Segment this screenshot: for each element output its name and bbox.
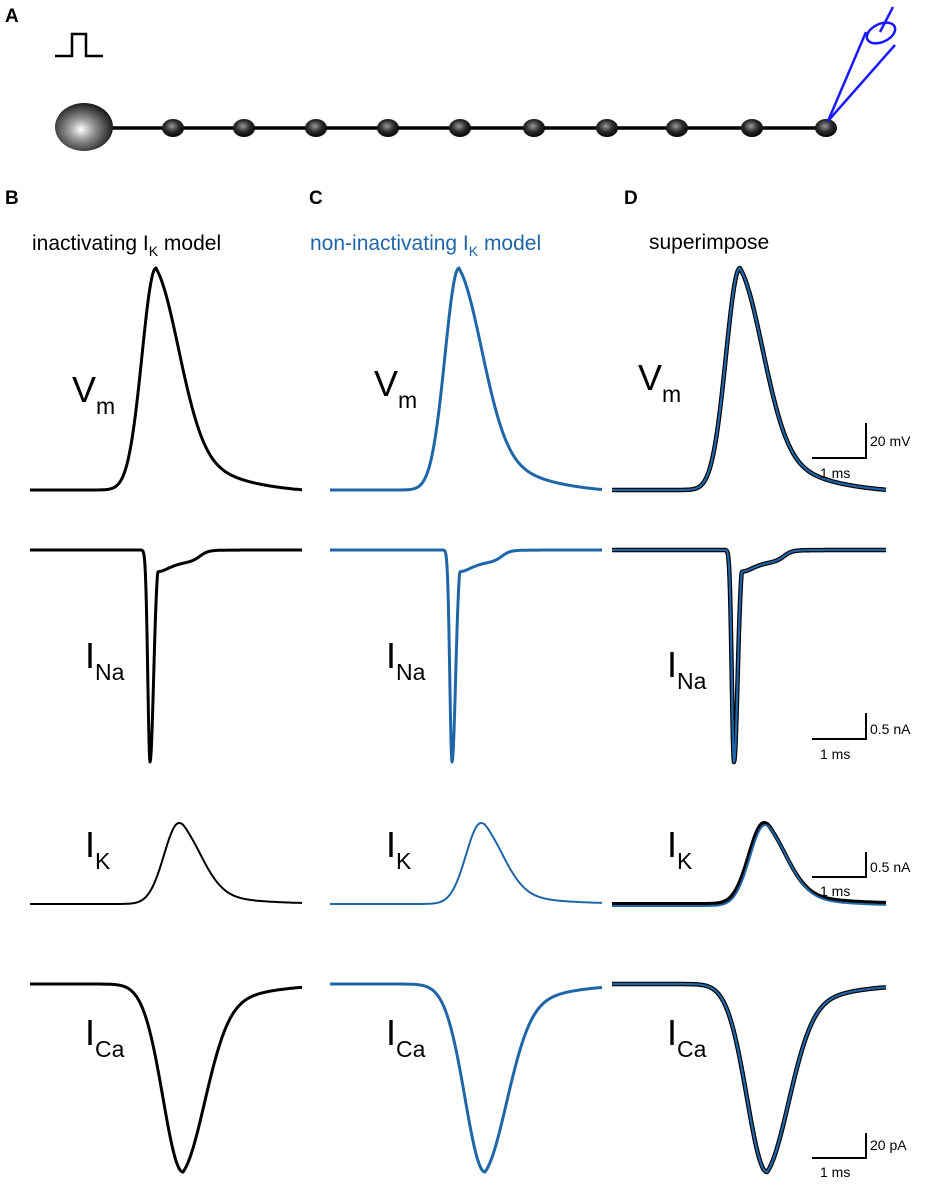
trace-ik-non-inactivating xyxy=(330,822,602,905)
trace-group xyxy=(29,265,888,1175)
neuron-model xyxy=(55,6,897,151)
trace-ica-non-inactivating xyxy=(329,982,603,1174)
label-vm-d: Vm xyxy=(638,357,681,407)
scale-bar-ina-time: 1 ms xyxy=(820,746,850,762)
scale-bar-ica: 20 pA 1 ms xyxy=(812,1133,907,1180)
compartment-node xyxy=(666,119,688,137)
stimulus-pulse-icon xyxy=(55,32,103,58)
label-vm-c: Vm xyxy=(374,363,417,413)
compartment-node xyxy=(233,119,255,137)
label-ina-c: INa xyxy=(386,635,426,685)
label-ina-d: INa xyxy=(667,644,707,694)
compartment-node xyxy=(815,119,837,137)
label-ik-d: IK xyxy=(667,824,693,874)
trace-ica-inactivating xyxy=(29,982,303,1174)
panel-label-c: C xyxy=(309,188,323,209)
trace-vm-non-inactivating xyxy=(329,266,603,492)
compartment-node xyxy=(523,119,545,137)
scale-bar-ik: 0.5 nA 1 ms xyxy=(812,852,911,899)
scale-bar-ik-amplitude: 0.5 nA xyxy=(870,859,911,875)
label-ik-c: IK xyxy=(386,824,412,874)
label-ica-c: ICa xyxy=(386,1012,426,1062)
compartment-node xyxy=(305,119,327,137)
electrode-icon xyxy=(826,6,897,122)
label-ik-b: IK xyxy=(85,824,111,874)
trace-ina-superimposed-black xyxy=(610,547,888,765)
heading-c: non-inactivating IK model xyxy=(310,232,541,259)
compartment-node xyxy=(377,119,399,137)
heading-d: superimpose xyxy=(649,231,769,254)
compartment-node xyxy=(449,119,471,137)
trace-ik-inactivating xyxy=(30,822,303,905)
compartment-node xyxy=(162,119,184,137)
trace-ik-superimposed-blue xyxy=(612,824,886,907)
trace-ina-superimposed-blue xyxy=(611,548,887,764)
scale-bar-ina: 0.5 nA 1 ms xyxy=(812,713,911,762)
trace-ik-superimposed-black xyxy=(611,821,887,906)
scale-bar-ica-amplitude: 20 pA xyxy=(870,1137,907,1153)
trace-vm-inactivating xyxy=(29,266,303,492)
scale-bar-ica-time: 1 ms xyxy=(820,1164,850,1180)
soma-icon xyxy=(55,103,113,151)
scale-bar-vm-time: 1 ms xyxy=(820,465,850,481)
heading-b: inactivating IK model xyxy=(32,232,221,259)
trace-ica-superimposed-black xyxy=(610,981,888,1175)
trace-vm-superimposed-blue xyxy=(611,266,887,492)
panel-label-b: B xyxy=(5,188,19,209)
trace-ina-inactivating xyxy=(29,548,303,764)
scale-bar-vm: 20 mV 1 ms xyxy=(812,423,911,481)
label-vm-b: Vm xyxy=(72,369,115,419)
label-ica-b: ICa xyxy=(85,1012,125,1062)
scale-bar-ina-amplitude: 0.5 nA xyxy=(870,721,911,737)
compartment-node xyxy=(596,119,618,137)
trace-ica-superimposed-blue xyxy=(611,982,887,1174)
compartment-nodes xyxy=(162,119,837,137)
panel-label-a: A xyxy=(5,6,19,27)
scale-bar-ik-time: 1 ms xyxy=(820,883,850,899)
panel-label-d: D xyxy=(624,188,638,209)
label-ina-b: INa xyxy=(85,635,125,685)
label-ica-d: ICa xyxy=(667,1012,707,1062)
scale-bar-vm-amplitude: 20 mV xyxy=(870,433,911,449)
compartment-node xyxy=(741,119,763,137)
trace-ina-non-inactivating xyxy=(329,548,603,764)
